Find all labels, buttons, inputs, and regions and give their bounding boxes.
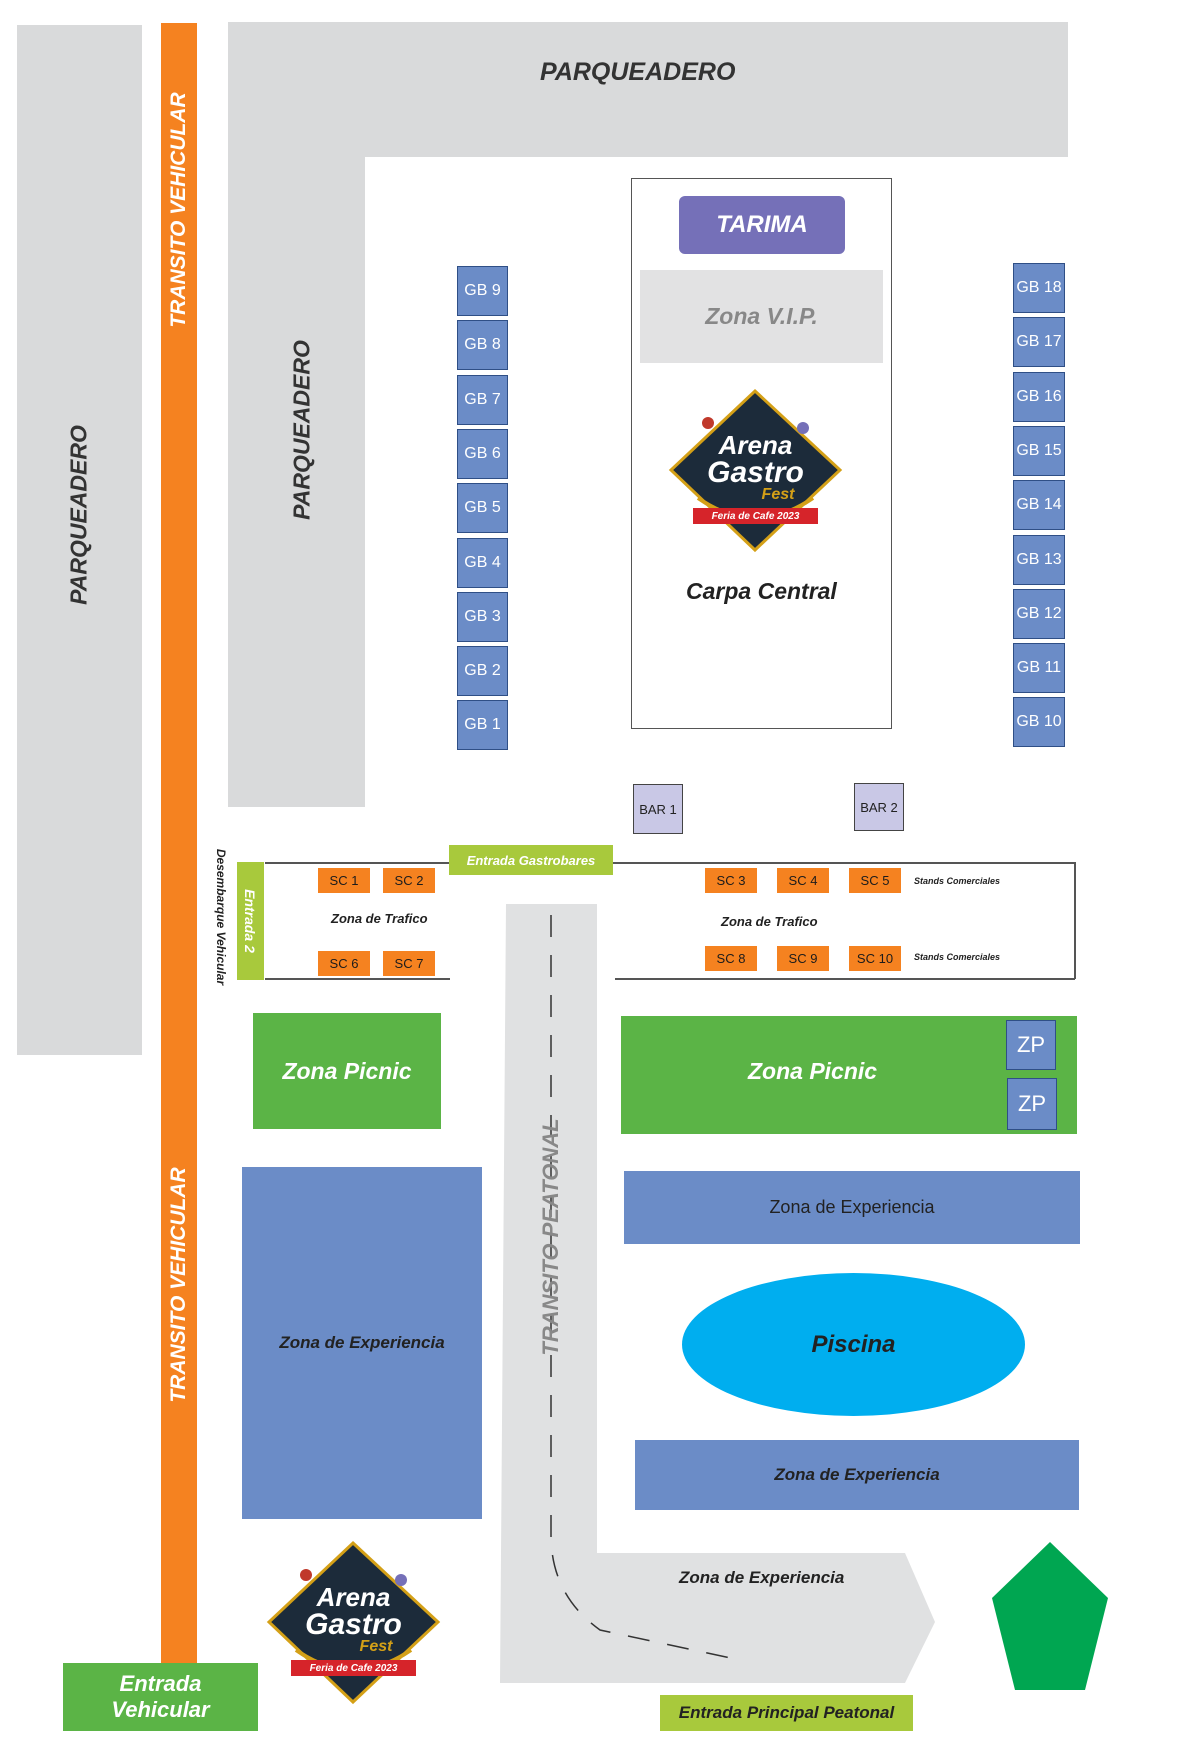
gastrobar-gb-2: GB 2	[457, 646, 508, 697]
stand-sc5: SC 5	[849, 868, 901, 893]
gastrobar-gb-9: GB 9	[457, 266, 508, 316]
parqueadero-left-label: PARQUEADERO	[65, 425, 92, 605]
zp-2: ZP	[1007, 1078, 1057, 1130]
piscina: Piscina	[682, 1273, 1025, 1416]
stand-sc2: SC 2	[383, 868, 435, 893]
logo-bottom-ribbon: Feria de Cafe 2023	[309, 1662, 398, 1674]
stands-strip-top-line	[265, 862, 1075, 864]
zona-experiencia-left: Zona de Experiencia	[242, 1167, 482, 1519]
stands-strip-right-edge	[1074, 862, 1076, 979]
logo-bottom-line3: Fest	[359, 1638, 393, 1655]
stands-strip-bottom-right-line	[615, 978, 1075, 980]
zona-vip: Zona V.I.P.	[640, 270, 883, 363]
logo-bottom-line2: Gastro	[305, 1608, 402, 1641]
entrada-2-label: Entrada 2	[242, 889, 258, 953]
carpa-central-label: Carpa Central	[686, 578, 837, 604]
logo-line3: Fest	[761, 486, 795, 503]
gastrobar-gb-11: GB 11	[1013, 643, 1065, 694]
gastrobar-gb-17: GB 17	[1013, 317, 1065, 368]
gastrobar-gb-6: GB 6	[457, 428, 508, 479]
stand-sc7: SC 7	[383, 951, 435, 976]
logo-line1: Arena	[718, 430, 793, 460]
transito-vehicular-bottom-label: TRANSITO VEHICULAR	[167, 1167, 190, 1403]
bar-2: BAR 2	[854, 783, 904, 831]
desembarque-vehicular-label: Desembarque Vehicular	[214, 848, 228, 986]
logo-line2: Gastro	[707, 456, 804, 489]
zp-1: ZP	[1006, 1020, 1056, 1070]
gastrobar-gb-14: GB 14	[1013, 480, 1065, 531]
stand-sc3: SC 3	[705, 868, 757, 893]
logo-emblem-icon	[668, 388, 843, 553]
logo-bottom-line1: Arena	[316, 1582, 391, 1612]
zona-picnic-left: Zona Picnic	[253, 1013, 441, 1129]
arena-gastro-fest-logo-top: Arena Gastro Fest Feria de Cafe 2023	[668, 388, 843, 553]
stand-sc6: SC 6	[318, 951, 370, 976]
gastrobar-gb-5: GB 5	[457, 483, 508, 534]
transito-vehicular-top-label: TRANSITO VEHICULAR	[167, 92, 190, 328]
stand-sc1: SC 1	[318, 868, 370, 893]
entrada-principal-peatonal[interactable]: Entrada Principal Peatonal	[660, 1695, 913, 1731]
gastrobar-gb-3: GB 3	[457, 591, 508, 642]
gastrobar-gb-13: GB 13	[1013, 534, 1065, 585]
gastrobar-gb-4: GB 4	[457, 537, 508, 588]
zona-experiencia-right-top: Zona de Experiencia	[624, 1171, 1080, 1244]
zona-experiencia-arrow: Zona de Experiencia	[679, 1568, 845, 1587]
stands-strip-bottom-left-line	[265, 978, 450, 980]
entrada-2[interactable]	[237, 862, 264, 980]
stand-sc9: SC 9	[777, 946, 829, 971]
stands-comerciales-top: Stands Comerciales	[914, 876, 1001, 886]
zona-trafico-left: Zona de Trafico	[331, 911, 428, 926]
parqueadero-top	[228, 22, 1068, 157]
logo-ribbon: Feria de Cafe 2023	[711, 510, 800, 522]
entrada-vehicular[interactable]: Entrada Vehicular	[63, 1663, 258, 1731]
gastrobar-gb-7: GB 7	[457, 374, 508, 425]
zona-picnic-right	[621, 1016, 1077, 1134]
gastrobar-gb-16: GB 16	[1013, 371, 1065, 422]
zona-experiencia-right-bottom: Zona de Experiencia	[635, 1440, 1079, 1510]
entrada-gastrobares[interactable]: Entrada Gastrobares	[449, 845, 613, 875]
bar-1: BAR 1	[633, 784, 683, 834]
stand-sc4: SC 4	[777, 868, 829, 893]
logo-emblem-icon-bottom	[266, 1540, 441, 1705]
gastrobar-gb-12: GB 12	[1013, 588, 1065, 639]
parqueadero-left: PARQUEADERO	[17, 25, 142, 1055]
gastrobar-gb-10: GB 10	[1013, 697, 1065, 748]
carpa-central	[631, 178, 892, 729]
gastrobar-gb-18: GB 18	[1013, 263, 1065, 313]
zona-trafico-right: Zona de Trafico	[721, 914, 818, 929]
stand-sc8: SC 8	[705, 946, 757, 971]
pentagon-marker-icon	[992, 1542, 1108, 1690]
stand-sc10: SC 10	[849, 946, 901, 971]
gastrobar-gb-1: GB 1	[457, 700, 508, 751]
zona-picnic-right-label: Zona Picnic	[748, 1058, 878, 1084]
transito-peatonal-label: TRANSITO PEATONAL	[538, 1118, 563, 1356]
parqueadero-mid	[228, 22, 365, 807]
parqueadero-top-label: PARQUEADERO	[540, 58, 736, 86]
gastrobar-gb-15: GB 15	[1013, 425, 1065, 476]
parqueadero-mid-label: PARQUEADERO	[288, 340, 315, 520]
gastrobar-gb-8: GB 8	[457, 320, 508, 371]
stands-comerciales-bottom: Stands Comerciales	[914, 952, 1001, 962]
arena-gastro-fest-logo-bottom: Arena Gastro Fest Feria de Cafe 2023	[266, 1540, 441, 1705]
transito-vehicular-road	[161, 23, 197, 1668]
tarima: TARIMA	[679, 196, 845, 254]
